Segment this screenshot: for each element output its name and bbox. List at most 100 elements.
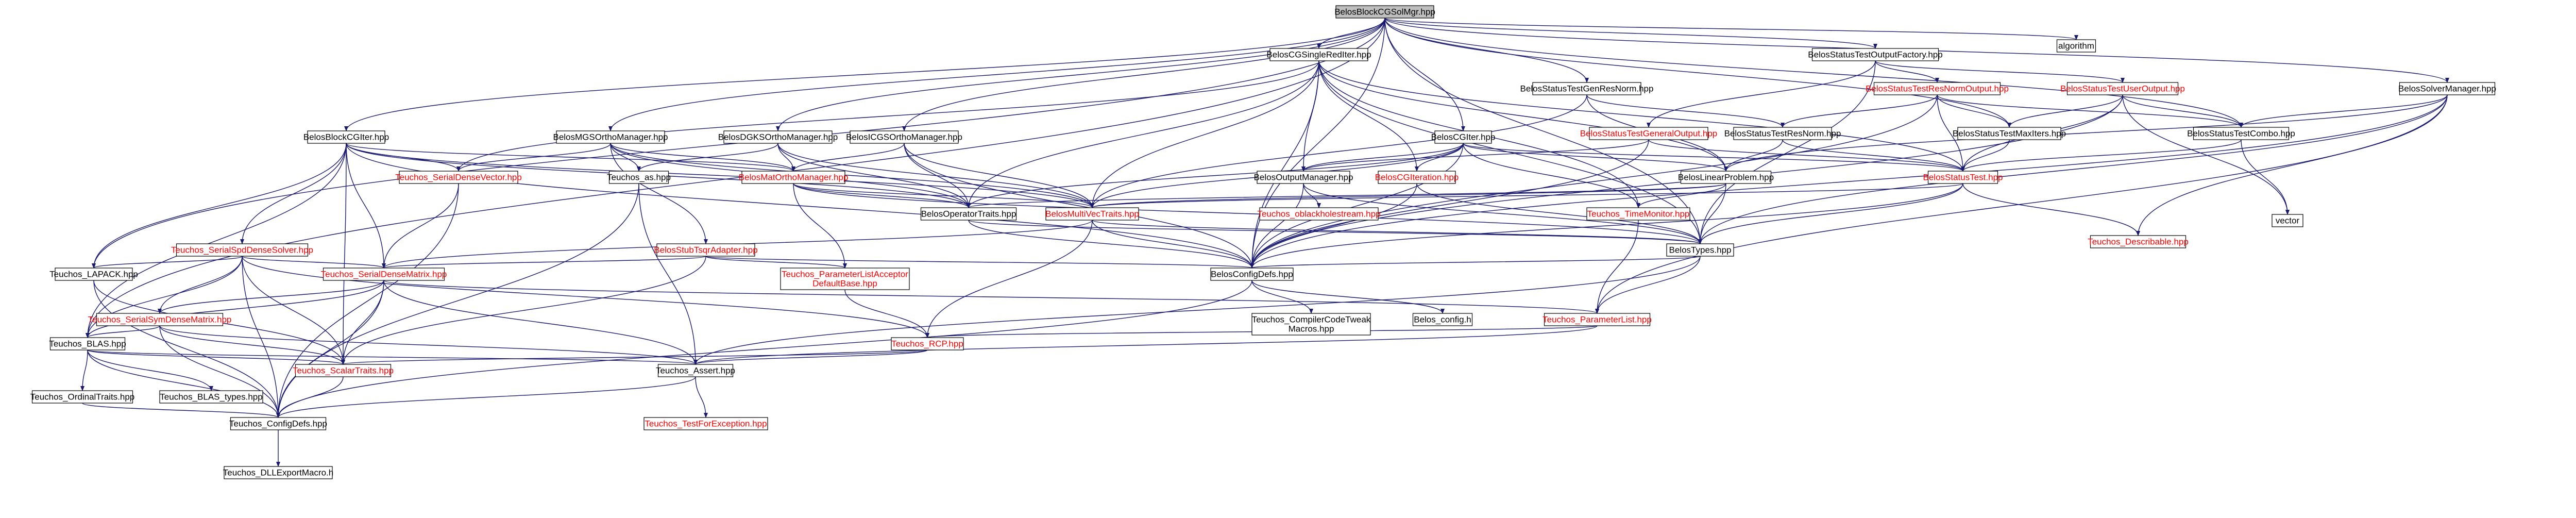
node-box bbox=[1434, 130, 1492, 144]
node-belos-linear-problem[interactable]: BelosLinearProblem.hpp bbox=[1678, 171, 1774, 184]
node-teuchos-serial-dense-vector[interactable]: Teuchos_SerialDenseVector.hpp bbox=[395, 171, 522, 184]
edge-belos-cgsingle-red-iter-to-belos-operator-traits bbox=[967, 60, 1319, 208]
node-box bbox=[556, 130, 665, 144]
node-teuchos-serial-sym-dense-matrix[interactable]: Teuchos_SerialSymDenseMatrix.hpp bbox=[88, 313, 232, 326]
edge-teuchos-as-to-teuchos-assert bbox=[638, 183, 698, 365]
edge-belos-cgiter-to-belos-status-test bbox=[1463, 143, 1965, 172]
node-box bbox=[2066, 82, 2179, 95]
node-belos-icgsortho-manager[interactable]: BelosICGSOrthoManager.hpp bbox=[846, 130, 962, 144]
edge-belos-types-to-teuchos-parameter-list bbox=[1595, 256, 1701, 314]
edge-teuchos-time-monitor-to-teuchos-parameter-list bbox=[1595, 220, 1639, 314]
node-label: BelosBlockCGSolMgr.hpp bbox=[1334, 7, 1435, 17]
edge-belos-mat-ortho-manager-to-belos-multi-vec-traits bbox=[793, 183, 1094, 208]
edge-belos-types-to-teuchos-assert bbox=[693, 256, 1701, 365]
edge-teuchos-serial-dense-matrix-to-teuchos-assert bbox=[383, 280, 698, 365]
node-root[interactable]: BelosBlockCGSolMgr.hpp bbox=[1334, 5, 1435, 19]
node-belos-cgsingle-red-iter[interactable]: BelosCGSingleRedIter.hpp bbox=[1266, 48, 1371, 61]
node-box bbox=[1045, 207, 1139, 221]
edge-teuchos-rcp-to-teuchos-scalar-traits bbox=[341, 349, 928, 365]
node-belos-types[interactable]: BelosTypes.hpp bbox=[1666, 243, 1734, 257]
node-teuchos-as[interactable]: Teuchos_as.hpp bbox=[607, 171, 671, 184]
node-belos-status-test-general-output[interactable]: BelosStatusTestGeneralOutput.hpp bbox=[1580, 127, 1718, 140]
node-teuchos-rcp[interactable]: Teuchos_RCP.hpp bbox=[891, 337, 964, 350]
node-belos-dgksortho-manager[interactable]: BelosDGKSOrthoManager.hpp bbox=[718, 130, 838, 144]
edge-teuchos-rcp-to-teuchos-assert bbox=[693, 349, 928, 365]
edge-belos-output-manager-to-teuchos-cb-blackhole-stream bbox=[1303, 183, 1321, 208]
edge-belos-cgiter-to-belos-linear-problem bbox=[1463, 143, 1728, 172]
node-teuchos-blastypes[interactable]: Teuchos_BLAS_types.hpp bbox=[159, 390, 263, 404]
node-teuchos-parameter-list[interactable]: Teuchos_ParameterList.hpp bbox=[1543, 313, 1652, 326]
node-teuchos-scalar-traits[interactable]: Teuchos_ScalarTraits.hpp bbox=[293, 364, 394, 377]
node-teuchos-parameter-list-acceptor[interactable]: Teuchos_ParameterListAcceptorDefaultBase… bbox=[780, 268, 910, 290]
node-teuchos-assert[interactable]: Teuchos_Assert.hpp bbox=[656, 364, 735, 377]
node-belos-status-test[interactable]: BelosStatusTest.hpp bbox=[1923, 171, 2003, 184]
edge-teuchos-serial-dense-vector-to-teuchos-config-defs bbox=[276, 183, 459, 418]
node-belos-cgiter[interactable]: BelosCGIter.hpp bbox=[1431, 130, 1496, 144]
node-teuchos-serial-dense-matrix[interactable]: Teuchos_SerialDenseMatrix.hpp bbox=[321, 268, 447, 281]
edge-belos-solver-manager-to-teuchos-describable bbox=[2136, 94, 2448, 236]
node-box bbox=[850, 130, 959, 144]
node-belos-mgsortho-manager[interactable]: BelosMGSOrthoManager.hpp bbox=[553, 130, 668, 144]
node-belos-solver-manager[interactable]: BelosSolverManager.hpp bbox=[2398, 82, 2496, 95]
node-label: BelosStatusTestResNormOutput.hpp bbox=[1866, 84, 2009, 94]
edge-belos-output-manager-to-belos-types bbox=[1303, 183, 1702, 244]
node-box bbox=[2193, 127, 2290, 140]
node-belos-operator-traits[interactable]: BelosOperatorTraits.hpp bbox=[920, 207, 1017, 221]
node-belos-stub-tsqr-adapter[interactable]: BelosStubTsqrAdapter.hpp bbox=[654, 243, 758, 257]
node-teuchos-describable[interactable]: Teuchos_Describable.hpp bbox=[2088, 235, 2189, 248]
edge-teuchos-serial-sym-dense-matrix-to-teuchos-blas bbox=[86, 325, 160, 338]
node-belos-status-test-res-norm[interactable]: BelosStatusTestResNorm.hpp bbox=[1724, 127, 1841, 140]
edge-belos-status-test-gen-res-norm-to-belos-status-test-res-norm bbox=[1586, 94, 1785, 128]
edge-teuchos-ordinal-traits-to-teuchos-config-defs bbox=[82, 403, 280, 418]
node-box bbox=[891, 337, 964, 350]
node-teuchos-dllexport-macro[interactable]: Teuchos_DLLExportMacro.h bbox=[223, 466, 334, 479]
node-belos-status-test-user-output[interactable]: BelosStatusTestUserOutput.hpp bbox=[2060, 82, 2185, 95]
node-teuchos-lapack[interactable]: Teuchos_LAPACK.hpp bbox=[49, 268, 138, 281]
edge-belos-block-cgiter-to-teuchos-serial-dense-matrix bbox=[346, 143, 386, 269]
node-belos-config-defs[interactable]: BelosConfigDefs.hpp bbox=[1210, 268, 1294, 281]
node-teuchos-time-monitor[interactable]: Teuchos_TimeMonitor.hpp bbox=[1586, 207, 1690, 221]
node-belos-status-test-output-factory[interactable]: BelosStatusTestOutputFactory.hpp bbox=[1808, 48, 1943, 61]
edge-belos-operator-traits-to-belos-config-defs bbox=[968, 220, 1254, 269]
node-teuchos-ordinal-traits[interactable]: Teuchos_OrdinalTraits.hpp bbox=[30, 390, 135, 404]
node-teuchos-cb-blackhole-stream[interactable]: Teuchos_oblackholestream.hpp bbox=[1257, 207, 1381, 221]
edge-belos-cgiter-to-belos-operator-traits bbox=[967, 143, 1464, 208]
node-label: vector bbox=[2276, 216, 2300, 226]
node-belos-status-test-gen-res-norm[interactable]: BelosStatusTestGenResNorm.hpp bbox=[1520, 82, 1654, 95]
node-label: BelosTypes.hpp bbox=[1669, 245, 1732, 255]
node-box bbox=[1680, 171, 1772, 184]
node-teuchos-serial-spd-dense-solver[interactable]: Teuchos_SerialSpdDenseSolver.hpp bbox=[171, 243, 313, 257]
node-belos-output-manager[interactable]: BelosOutputManager.hpp bbox=[1254, 171, 1353, 184]
node-box bbox=[176, 243, 309, 257]
node-belos-status-test-res-norm-output[interactable]: BelosStatusTestResNormOutput.hpp bbox=[1866, 82, 2009, 95]
node-belos-block-cgiter[interactable]: BelosBlockCGIter.hpp bbox=[303, 130, 389, 144]
node-teuchos-test-for-exception[interactable]: Teuchos_TestForException.hpp bbox=[643, 417, 768, 430]
edge-belos-cgiteration-to-belos-types bbox=[1416, 183, 1702, 244]
node-label: Teuchos_ParameterListAcceptor bbox=[782, 270, 908, 279]
edge-belos-status-test-combo-to-vector bbox=[2241, 139, 2290, 215]
node-label: BelosStatusTestGeneralOutput.hpp bbox=[1580, 129, 1718, 139]
edge-belos-stub-tsqr-adapter-to-teuchos-parameter-list-acceptor bbox=[705, 256, 847, 269]
edge-belos-mgsortho-manager-to-teuchos-as bbox=[610, 143, 641, 172]
edge-belos-block-cgiter-to-teuchos-lapack bbox=[92, 143, 347, 269]
edge-belos-status-test-combo-to-belos-status-test bbox=[1961, 139, 2242, 172]
edge-belos-status-test-to-teuchos-describable bbox=[1962, 183, 2140, 236]
node-belos-mat-ortho-manager[interactable]: BelosMatOrthoManager.hpp bbox=[739, 171, 849, 184]
node-belos-cgiteration[interactable]: BelosCGIteration.hpp bbox=[1375, 171, 1459, 184]
node-box bbox=[1335, 5, 1434, 19]
node-belos-status-test-combo[interactable]: BelosStatusTestCombo.hpp bbox=[2187, 127, 2295, 140]
node-label: Teuchos_SerialSpdDenseSolver.hpp bbox=[171, 245, 313, 255]
edge-belos-cgsingle-red-iter-to-belos-config-defs bbox=[1250, 60, 1319, 269]
node-teuchos-blas[interactable]: Teuchos_BLAS.hpp bbox=[49, 337, 126, 350]
node-belos-config[interactable]: Belos_config.h bbox=[1412, 313, 1473, 326]
edge-belos-stub-tsqr-adapter-to-teuchos-serial-dense-matrix bbox=[382, 256, 706, 269]
node-algorithm[interactable]: algorithm bbox=[2056, 39, 2096, 53]
edge-teuchos-blas-to-teuchos-assert bbox=[87, 349, 698, 365]
node-belos-status-test-max-iters[interactable]: BelosStatusTestMaxIters.hpp bbox=[1953, 127, 2066, 140]
edge-belos-mat-ortho-manager-to-belos-types bbox=[793, 183, 1702, 244]
node-teuchos-config-defs[interactable]: Teuchos_ConfigDefs.hpp bbox=[229, 417, 327, 430]
node-belos-multi-vec-traits[interactable]: BelosMultiVecTraits.hpp bbox=[1045, 207, 1139, 221]
node-vector[interactable]: vector bbox=[2272, 214, 2303, 227]
edge-belos-status-test-res-norm-to-belos-status-test bbox=[1782, 139, 1965, 172]
